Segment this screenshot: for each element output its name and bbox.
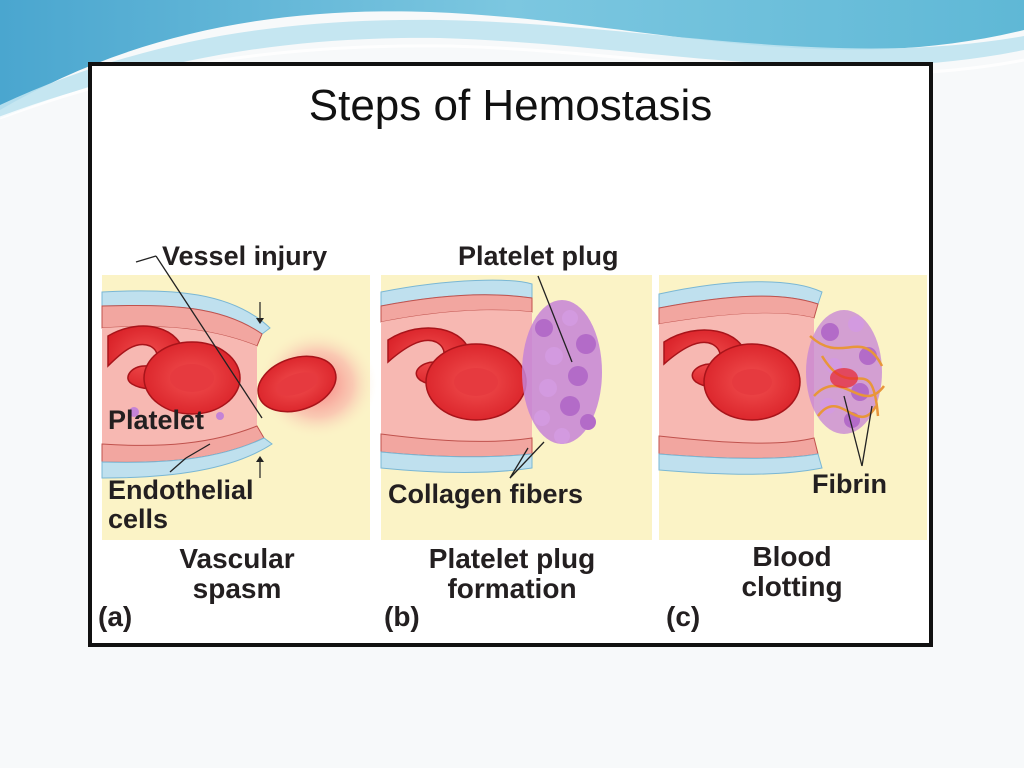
red-blood-cell [275, 372, 319, 396]
leader-line-fibrin [843, 395, 863, 467]
leader-line-fibrin [861, 405, 873, 467]
leader-line-endothelial [169, 457, 187, 473]
vessel-wall-lower [658, 453, 823, 475]
caption-c-line2: clotting [741, 571, 843, 603]
red-blood-cell [170, 364, 214, 392]
label-platelet-plug: Platelet plug [458, 241, 619, 271]
label-fibrin: Fibrin [812, 469, 887, 499]
label-endothelial-cells: Endothelial cells [108, 475, 254, 535]
leader-line-vessel-injury [155, 255, 263, 419]
caption-c-line1: Blood [752, 541, 832, 572]
fibrin-clot [806, 310, 886, 434]
panel-letter-c: (c) [666, 601, 701, 632]
leader-line-platelet-plug [537, 275, 573, 363]
platelet-plug [522, 300, 602, 444]
arrow-head [256, 318, 264, 324]
red-blood-cell [732, 369, 772, 395]
label-endothelial-line1: Endothelial [108, 475, 254, 505]
leader-line-collagen [509, 441, 545, 479]
red-blood-cell [454, 368, 498, 396]
leader-line-vessel-injury [135, 255, 157, 263]
caption-a-line1: Vascular [179, 543, 295, 574]
vessel-wall-lower [380, 451, 533, 473]
label-vessel-injury: Vessel injury [162, 241, 328, 271]
label-endothelial-line2: cells [108, 504, 169, 535]
caption-platelet-plug-formation: Platelet plug formation [402, 543, 622, 605]
label-platelet: Platelet [108, 405, 205, 435]
figure-title: Steps of Hemostasis [308, 81, 713, 130]
panel-b-illustration [380, 275, 652, 540]
header-swoosh-highlight [0, 19, 1024, 118]
leader-line-collagen [509, 447, 529, 479]
panel-c-illustration [658, 275, 927, 540]
label-collagen-fibers: Collagen fibers [388, 479, 584, 509]
caption-blood-clotting: Blood clotting [722, 541, 862, 603]
caption-b-line2: formation [447, 573, 577, 605]
platelet [129, 407, 139, 417]
hemostasis-illustration [101, 255, 927, 540]
caption-vascular-spasm: Vascular spasm [162, 543, 312, 605]
header-swoosh [0, 0, 1024, 110]
hemostasis-figure: Steps of Hemostasis [88, 62, 933, 647]
leader-line-endothelial [185, 443, 211, 459]
caption-b-line1: Platelet plug [428, 543, 596, 574]
panel-letter-a: (a) [98, 601, 133, 632]
caption-a-line2: spasm [192, 573, 282, 605]
arrow-head [256, 456, 264, 462]
platelet [216, 412, 224, 420]
panel-letter-b: (b) [384, 601, 420, 632]
vessel-wall-lower [101, 437, 273, 479]
panel-a-illustration [101, 255, 377, 540]
